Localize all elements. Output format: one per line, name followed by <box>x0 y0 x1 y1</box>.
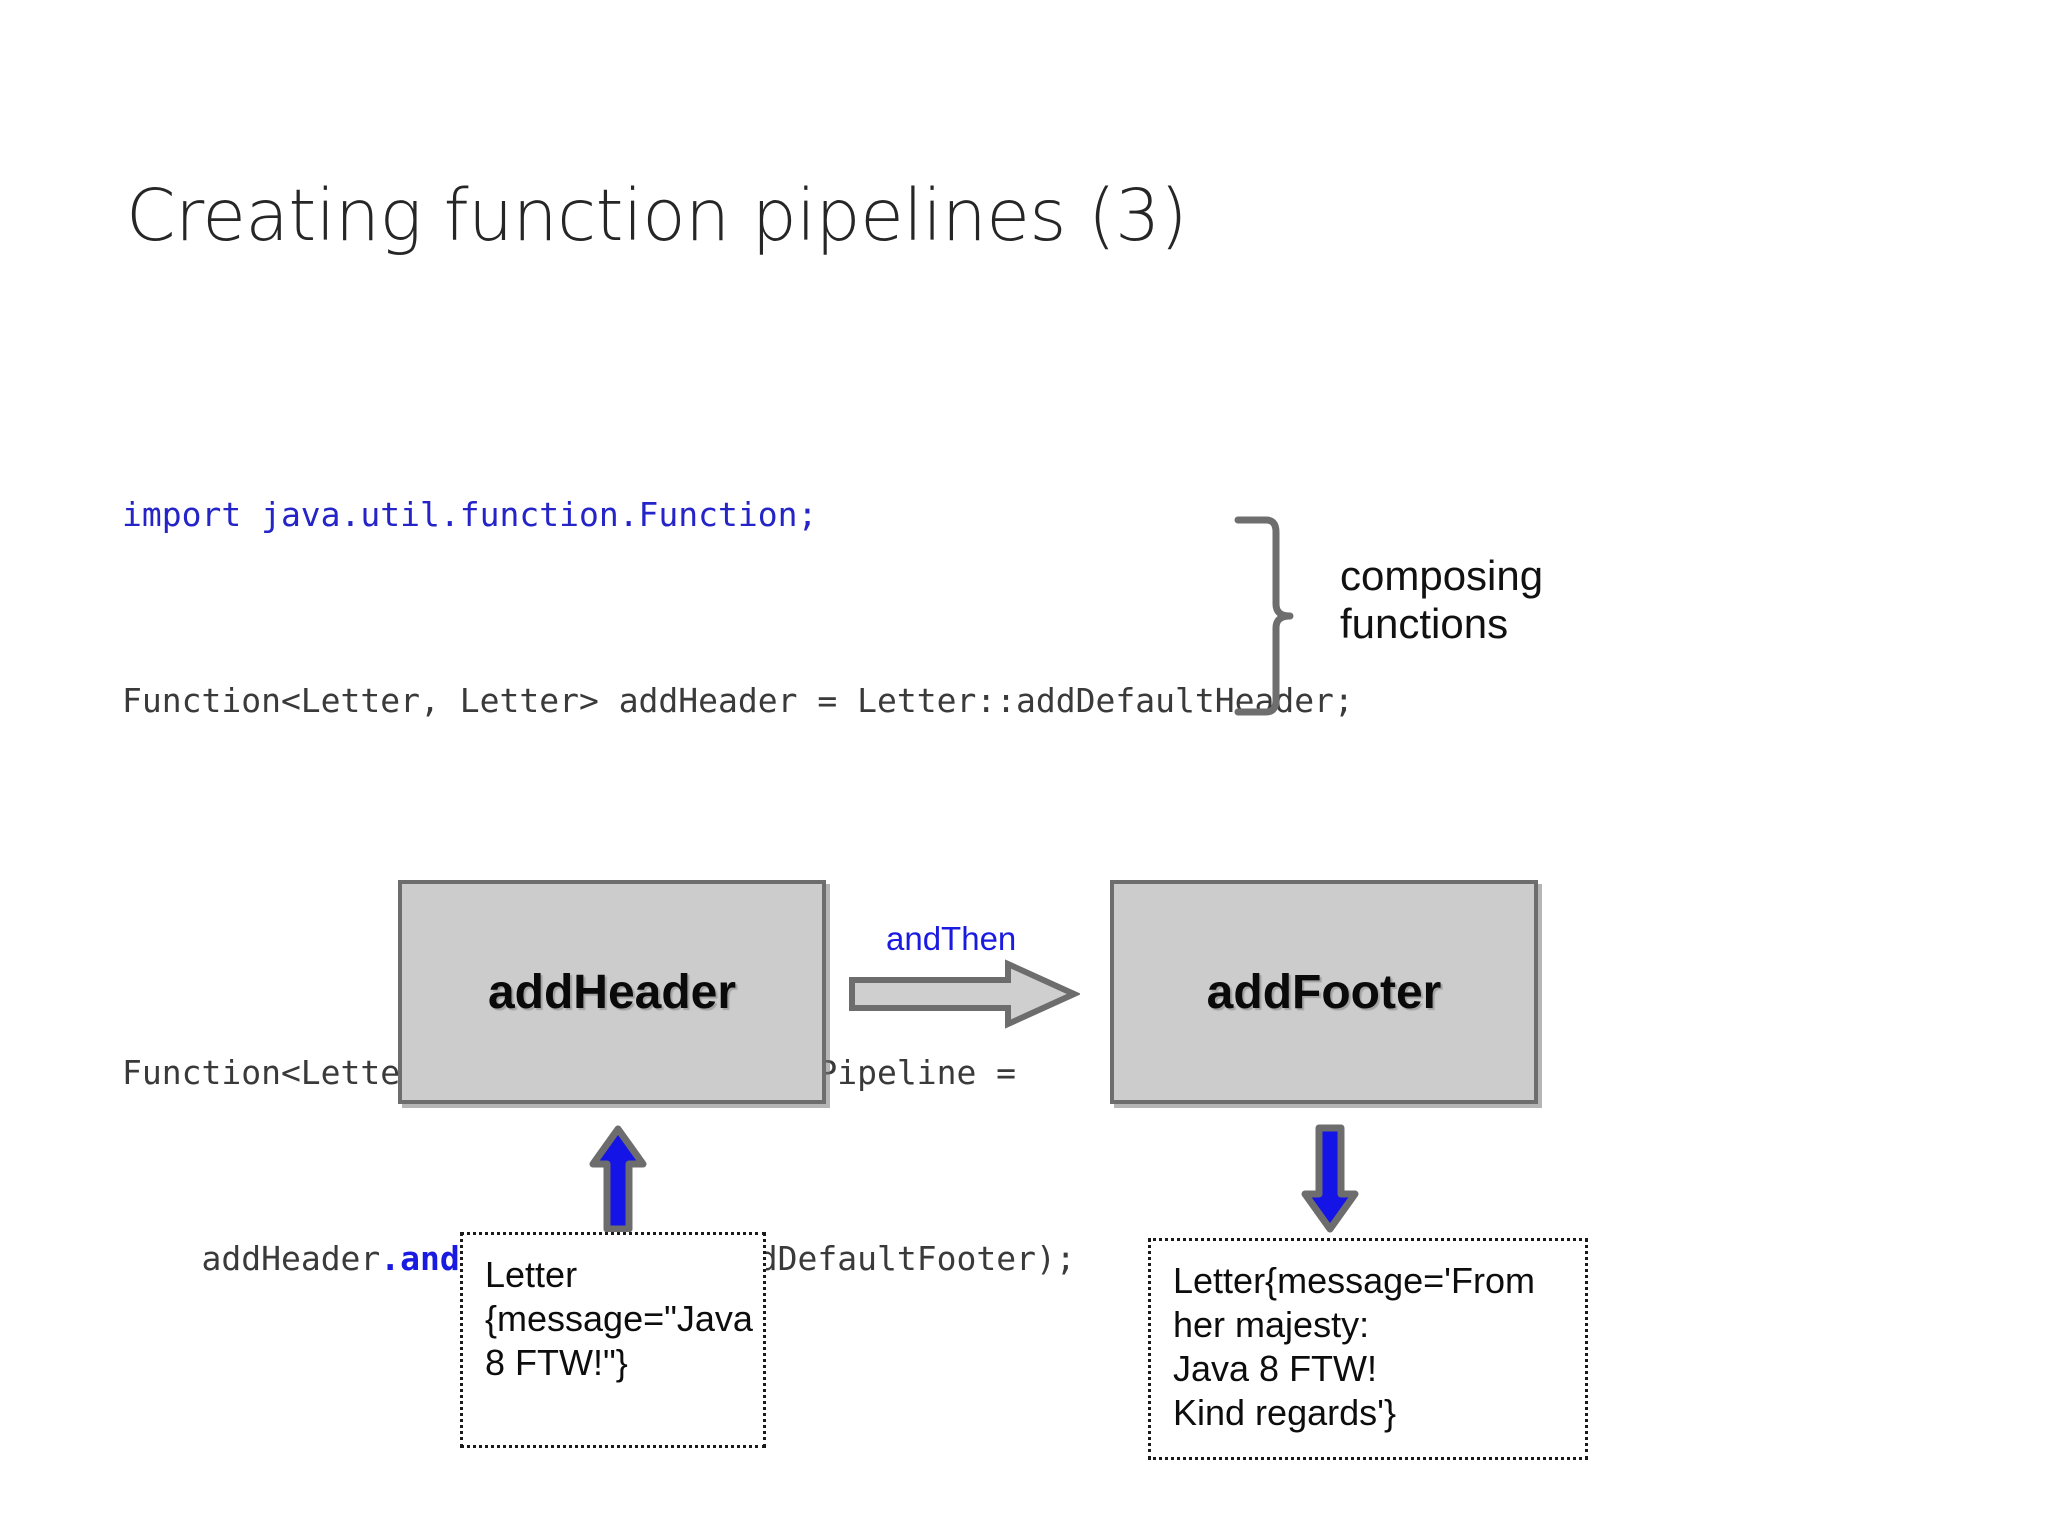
function-box-add-footer[interactable]: addFooter <box>1110 880 1538 1104</box>
page-title: Creating function pipelines (3) <box>126 173 1188 257</box>
code-indent <box>122 1239 201 1278</box>
code-token-add-header: addHeader <box>201 1239 381 1278</box>
and-then-connector-label: andThen <box>886 920 1017 957</box>
input-value-box: Letter {message="Java 8 FTW!"} <box>460 1232 766 1448</box>
input-up-arrow-icon <box>589 1125 647 1233</box>
and-then-arrow-icon <box>849 959 1080 1029</box>
function-box-add-header-label: addHeader <box>487 965 737 1019</box>
output-down-arrow-icon <box>1301 1124 1359 1233</box>
composing-functions-label: composing functions <box>1340 552 1544 647</box>
code-line-add-header: Function<Letter, Letter> addHeader = Let… <box>122 681 1354 720</box>
function-box-add-header[interactable]: addHeader <box>398 880 826 1104</box>
composing-annotation: composing functions <box>1232 516 1652 716</box>
output-value-box: Letter{message='From her majesty: Java 8… <box>1148 1238 1588 1460</box>
function-box-add-footer-label: addFooter <box>1206 965 1442 1019</box>
curly-brace-icon <box>1234 516 1294 716</box>
code-line-import: import java.util.function.Function; <box>122 495 818 534</box>
code-block: import java.util.function.Function; Func… <box>122 360 1622 1352</box>
